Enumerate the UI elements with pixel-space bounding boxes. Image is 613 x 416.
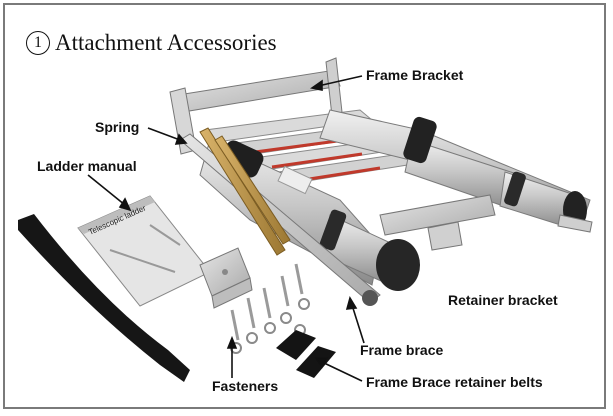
angle-bracket-part: [199, 247, 253, 309]
spring-part: [199, 127, 291, 256]
label-spring: Spring: [95, 119, 140, 135]
title-number-circle: 1: [26, 31, 50, 55]
label-frame-bracket: Frame Bracket: [366, 67, 464, 83]
label-frame-brace-retainer-belts: Frame Brace retainer belts: [366, 374, 543, 390]
label-ladder-manual: Ladder manual: [37, 158, 137, 174]
label-frame-brace: Frame brace: [360, 342, 444, 358]
brace-retainer-belts-part: [276, 330, 336, 378]
diagram-title: 1 Attachment Accessories: [26, 30, 277, 56]
title-text: Attachment Accessories: [55, 30, 277, 55]
leader-arrows: [87, 75, 365, 382]
retainer-strap-part: [18, 214, 190, 382]
label-retainer-bracket: Retainer bracket: [448, 292, 558, 308]
label-fasteners: Fasteners: [212, 378, 279, 394]
retainer-bracket-part: [379, 194, 593, 251]
